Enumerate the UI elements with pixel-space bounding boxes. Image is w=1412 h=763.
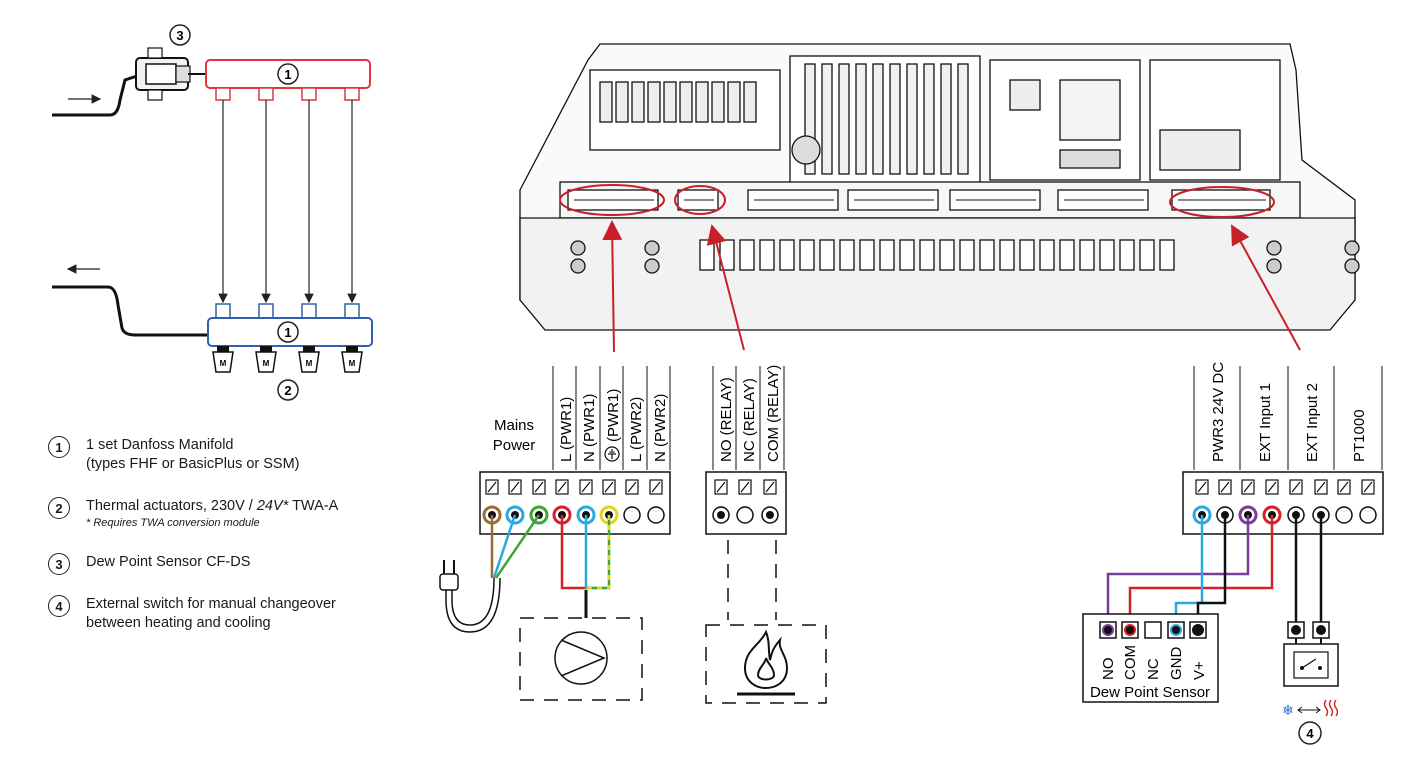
power-plug-icon	[439, 560, 501, 633]
callout-4: 4	[1306, 726, 1314, 741]
input-terminal-labels: PWR3 24V DC EXT Input 1 EXT Input 2 PT10…	[1210, 362, 1368, 462]
sensor-pin	[1167, 621, 1185, 639]
changeover-switch	[1283, 621, 1339, 687]
terminal-strip-blocks	[567, 189, 1271, 211]
terminal-highlights	[559, 184, 1275, 218]
highlight-relay	[674, 185, 726, 215]
pin-label-gnd: GND	[1168, 647, 1185, 681]
relay-dashed-wires	[727, 540, 777, 620]
highlight-mains	[559, 184, 665, 216]
pin-label-no: NO	[1100, 658, 1117, 681]
legend-number: 2	[48, 497, 70, 519]
heat-waves-icon	[1323, 699, 1339, 717]
legend-item-2: 2 Thermal actuators, 230V / 24V* TWA-A *…	[48, 497, 338, 530]
terminal-cell	[712, 479, 730, 524]
legend-text: Thermal actuators, 230V / 24V* TWA-A * R…	[86, 498, 339, 529]
callout-4-circle	[1298, 721, 1322, 745]
terminal-cell	[1335, 479, 1353, 524]
callout-1-bottom: 1	[284, 325, 291, 340]
callout-2: 2	[284, 383, 291, 398]
terminal-cell	[647, 479, 665, 524]
pump-icon	[554, 631, 608, 685]
legend-text: 1 set Danfoss Manifold (types FHF or Bas…	[86, 437, 300, 472]
pointer-arrows	[602, 220, 1301, 353]
vent-slots	[599, 81, 757, 123]
actuator-icon: M	[341, 346, 363, 373]
legend-text: Dew Point Sensor CF-DS	[86, 554, 251, 570]
relay-label-no: NO (RELAY)	[718, 377, 735, 462]
earth-symbol-icon	[604, 446, 620, 462]
sensor-pin	[1099, 621, 1117, 639]
legend-number: 3	[48, 553, 70, 575]
mains-label-n-pwr1: N (PWR1)	[581, 394, 598, 462]
mains-terminal-labels: L (PWR1) N (PWR1) (PWR1) L (PWR2) N (PWR…	[558, 389, 669, 462]
terminal-cell	[761, 479, 779, 524]
loop-arrows	[218, 100, 357, 304]
actuator-icon: M	[298, 346, 320, 373]
legend-item-3: 3 Dew Point Sensor CF-DS	[48, 553, 250, 575]
svg-text:M: M	[349, 359, 356, 368]
callout-1-top-circle	[277, 63, 299, 85]
highlight-inputs	[1169, 186, 1275, 218]
svg-text:M: M	[263, 359, 270, 368]
legend-number: 1	[48, 436, 70, 458]
pin-label-com: COM	[1122, 645, 1139, 680]
input-label-ext1: EXT Input 1	[1257, 383, 1274, 462]
mains-label-earth-pwr1: (PWR1)	[605, 389, 622, 442]
boiler-box	[705, 624, 827, 704]
controller-unit-illustration	[519, 43, 1360, 331]
terminal-cell	[1312, 479, 1330, 524]
legend-number: 4	[48, 595, 70, 617]
mains-label-n-pwr2: N (PWR2)	[652, 394, 669, 462]
legend-text: External switch for manual changeover be…	[86, 596, 336, 631]
actuator-icon: M	[255, 346, 277, 373]
pump-box	[519, 617, 643, 701]
callout-3-circle	[169, 24, 191, 46]
pin-label-vplus: V+	[1191, 661, 1208, 680]
relay-terminal-block	[705, 366, 787, 535]
sensor-pin	[1144, 621, 1162, 639]
dew-point-sensor-label: Dew Point Sensor	[1090, 684, 1210, 701]
sensor-pin	[1121, 621, 1139, 639]
relay-label-com: COM (RELAY)	[765, 365, 782, 462]
callout-1-top: 1	[284, 67, 291, 82]
pin-label-nc: NC	[1145, 658, 1162, 680]
callout-3: 3	[176, 28, 183, 43]
switch-contact-icon	[1300, 658, 1322, 670]
supply-outlets	[215, 87, 360, 101]
cooling-heating-icons: ❄	[1282, 699, 1339, 719]
supply-pipe	[52, 73, 141, 117]
legend-item-1: 1 1 set Danfoss Manifold (types FHF or B…	[48, 436, 300, 474]
snowflake-icon: ❄	[1282, 703, 1294, 719]
input-label-ext2: EXT Input 2	[1304, 383, 1321, 462]
sensor-pin	[1189, 621, 1207, 639]
mains-wires	[490, 514, 611, 590]
terminal-cell	[623, 479, 641, 524]
sensor-wires	[1106, 515, 1323, 622]
mains-title-line1: Mains	[494, 417, 534, 434]
return-inlets	[215, 303, 360, 319]
mains-label-l-pwr1: L (PWR1)	[558, 397, 575, 462]
callout-2-circle	[277, 379, 299, 401]
actuator-icon: M	[212, 346, 234, 373]
mains-title-line2: Power	[493, 437, 536, 454]
input-label-pwr3: PWR3 24V DC	[1210, 362, 1227, 462]
terminal-cell	[1359, 479, 1377, 524]
dew-point-pin-labels: NO COM NC GND V+	[1100, 645, 1208, 680]
relay-label-nc: NC (RELAY)	[741, 378, 758, 462]
manifold-assembly: 3 1 1	[52, 24, 373, 401]
mains-label-l-pwr2: L (PWR2)	[628, 397, 645, 462]
return-pipe	[52, 285, 208, 337]
thermal-actuators: M M M M	[212, 346, 363, 373]
flame-icon	[737, 629, 795, 696]
input-label-pt1000: PT1000	[1351, 409, 1368, 462]
dew-point-sensor-device-icon	[135, 47, 206, 101]
callout-1-bottom-circle	[277, 321, 299, 343]
relay-terminal-labels: NO (RELAY) NC (RELAY) COM (RELAY)	[718, 365, 782, 462]
legend-item-4: 4 External switch for manual changeover …	[48, 595, 336, 633]
terminal-cell	[736, 479, 754, 524]
svg-text:M: M	[306, 359, 313, 368]
svg-text:M: M	[220, 359, 227, 368]
